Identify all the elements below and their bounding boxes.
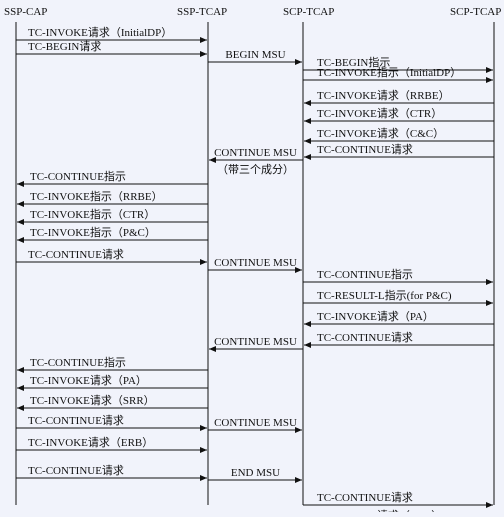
message-label-1: TC-BEGIN请求 [28,40,101,53]
message-label-27: TC-CONTINUE请求 [28,464,124,477]
column-header-3: SCP-TCAP [450,6,501,18]
message-label-6: TC-INVOKE请求（CTR） [317,107,442,120]
message-label-7: TC-INVOKE请求（C&C） [317,127,444,140]
message-label-24: TC-CONTINUE请求 [28,414,124,427]
column-header-0: SSP-CAP [4,6,47,18]
message-label-28: END MSU [231,467,280,479]
column-header-1: SSP-TCAP [177,6,227,18]
message-label-14: TC-CONTINUE请求 [28,248,124,261]
message-label-21: TC-CONTINUE指示 [30,355,126,369]
message-label-25: CONTINUE MSU [214,417,297,429]
message-label-8: TC-CONTINUE请求 [317,143,413,156]
message-label-13: TC-INVOKE指示（P&C） [30,225,156,239]
message-label-18: TC-INVOKE请求（PA） [317,310,434,323]
message-label-20: CONTINUE MSU [214,336,297,348]
message-label-0: TC-INVOKE请求（InitialDP） [28,26,172,39]
message-label-5: TC-INVOKE请求（RRBE） [317,89,450,102]
message-label-12: TC-INVOKE指示（CTR） [30,207,155,221]
message-label-22: TC-INVOKE请求（PA） [30,374,147,387]
column-header-2: SCP-TCAP [283,6,334,18]
message-label-29: TC-CONTINUE请求 [317,491,413,504]
message-label-3: TC-BEGIN指示 [317,55,390,69]
message-label-11: TC-INVOKE指示（RRBE） [30,189,163,203]
message-label-17: TC-RESULT-L指示(for P&C) [317,288,452,302]
message-label-10: TC-CONTINUE指示 [30,169,126,183]
message-label-2: BEGIN MSU [225,49,285,61]
message-label-26: TC-INVOKE请求（ERB） [28,436,153,449]
message-note-9: （带三个成分） [217,163,294,176]
message-label-23: TC-INVOKE请求（SRR） [30,394,155,407]
message-label-15: CONTINUE MSU [214,257,297,269]
message-label-4: TC-INVOKE指示（InitialDP） [317,65,461,79]
message-label-9: CONTINUE MSU [214,147,297,159]
message-label-19: TC-CONTINUE请求 [317,331,413,344]
message-label-16: TC-CONTINUE指示 [317,267,413,281]
